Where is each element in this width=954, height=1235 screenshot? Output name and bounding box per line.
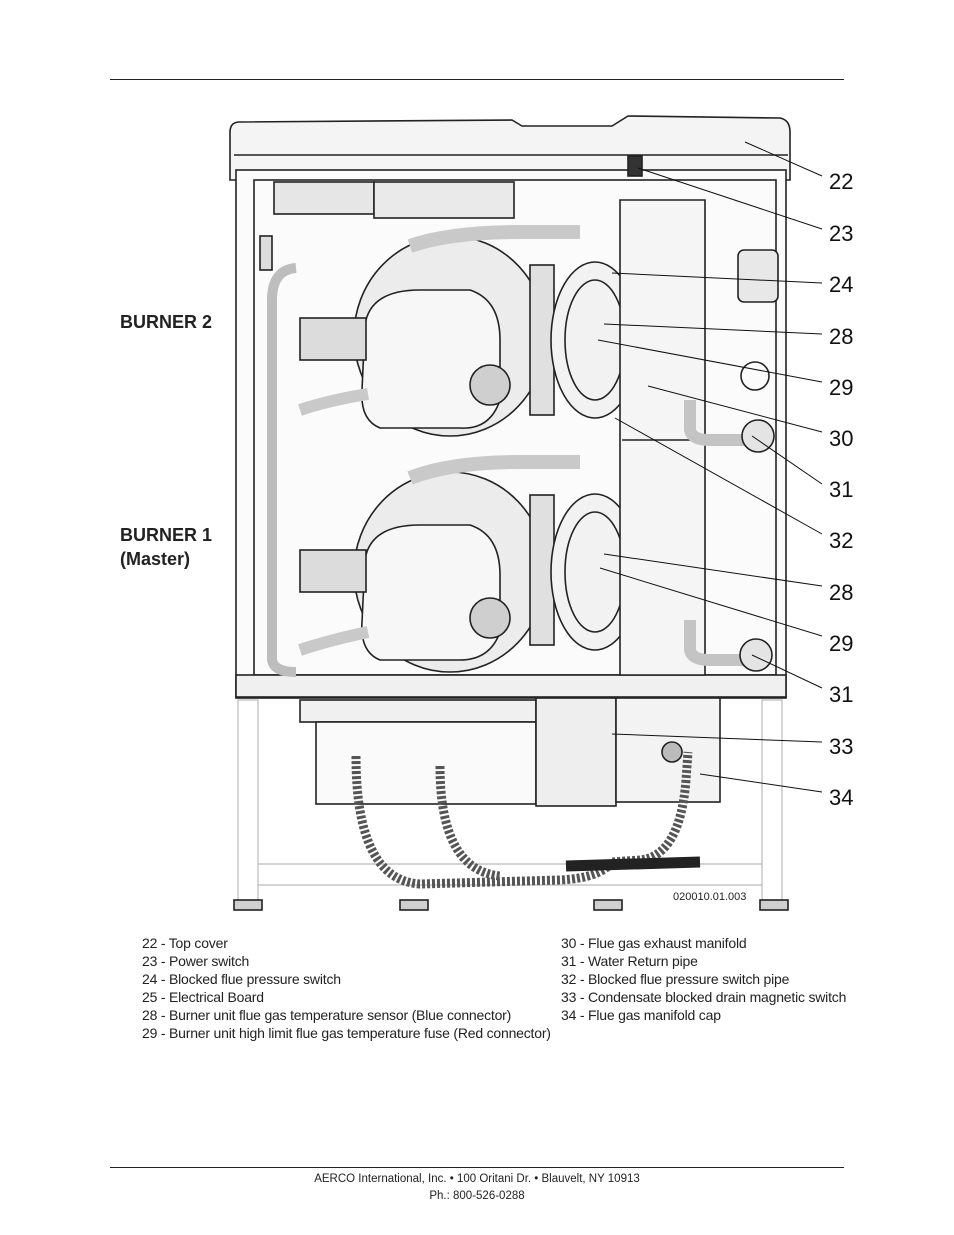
legend-right: 30 - Flue gas exhaust manifold 31 - Wate… <box>561 934 846 1024</box>
burner-1-title: BURNER 1 <box>120 525 213 545</box>
callout-31a: 31 <box>829 477 854 502</box>
header-rule <box>110 79 844 80</box>
drawing-code: 020010.01.003 <box>673 891 747 903</box>
legend-item: 31 - Water Return pipe <box>561 953 698 969</box>
leader-line-24 <box>611 272 823 284</box>
callout-34: 34 <box>829 785 854 810</box>
legend-item: 29 - Burner unit high limit flue gas tem… <box>142 1025 551 1041</box>
leader-line-32 <box>614 417 823 535</box>
legend-item: 23 - Power switch <box>142 953 250 969</box>
leader-line-31a <box>751 435 823 485</box>
legend-left: 22 - Top cover 23 - Power switch 24 - Bl… <box>142 934 551 1042</box>
callout-22: 22 <box>829 169 854 194</box>
footer-phone: Ph.: 800-526-0288 <box>429 1190 525 1202</box>
legend-item: 32 - Blocked flue pressure switch pipe <box>561 971 790 987</box>
leader-line-33 <box>611 733 823 743</box>
callout-29a: 29 <box>829 375 854 400</box>
legend-item: 34 - Flue gas manifold cap <box>561 1007 721 1023</box>
leader-line-31b <box>751 654 823 689</box>
legend-item: 25 - Electrical Board <box>142 989 264 1005</box>
legend-item: 24 - Blocked flue pressure switch <box>142 971 341 987</box>
callout-23: 23 <box>829 221 854 246</box>
legend-item: 30 - Flue gas exhaust manifold <box>561 935 747 951</box>
footer-rule <box>110 1167 844 1168</box>
power-switch-shape <box>627 155 643 177</box>
callout-28a: 28 <box>829 324 854 349</box>
callout-33: 33 <box>829 734 854 759</box>
burner-1-assembly <box>298 455 640 673</box>
callout-30: 30 <box>829 426 854 451</box>
leader-line-23 <box>637 167 823 230</box>
condensate-hose-shape <box>351 751 693 889</box>
leader-line-28b <box>603 553 823 587</box>
leader-line-29b <box>599 567 823 637</box>
leader-line-30 <box>647 385 823 433</box>
top-cover-shape <box>229 115 791 181</box>
legend-item: 33 - Condensate blocked drain magnetic s… <box>561 989 847 1005</box>
burner-1-subtitle: (Master) <box>120 549 191 569</box>
leader-line-29a <box>597 339 823 383</box>
leader-line-22 <box>744 141 823 177</box>
burner-2-assembly <box>298 225 640 437</box>
flue-manifold-shape <box>619 199 706 676</box>
legend-item: 28 - Burner unit flue gas temperature se… <box>142 1007 512 1023</box>
callout-24: 24 <box>829 272 854 297</box>
callout-32: 32 <box>829 528 854 553</box>
callout-28b: 28 <box>829 580 854 605</box>
leader-line-28a <box>603 323 823 335</box>
callout-29b: 29 <box>829 631 854 656</box>
burner-2-label: BURNER 2 <box>120 310 212 334</box>
burner-1-label: BURNER 1 (Master) <box>120 523 212 571</box>
callout-31b: 31 <box>829 682 854 707</box>
footer-address: AERCO International, Inc. • 100 Oritani … <box>314 1173 640 1185</box>
leader-line-34 <box>699 773 823 793</box>
burner-2-title: BURNER 2 <box>120 312 213 332</box>
legend-item: 22 - Top cover <box>142 935 228 951</box>
